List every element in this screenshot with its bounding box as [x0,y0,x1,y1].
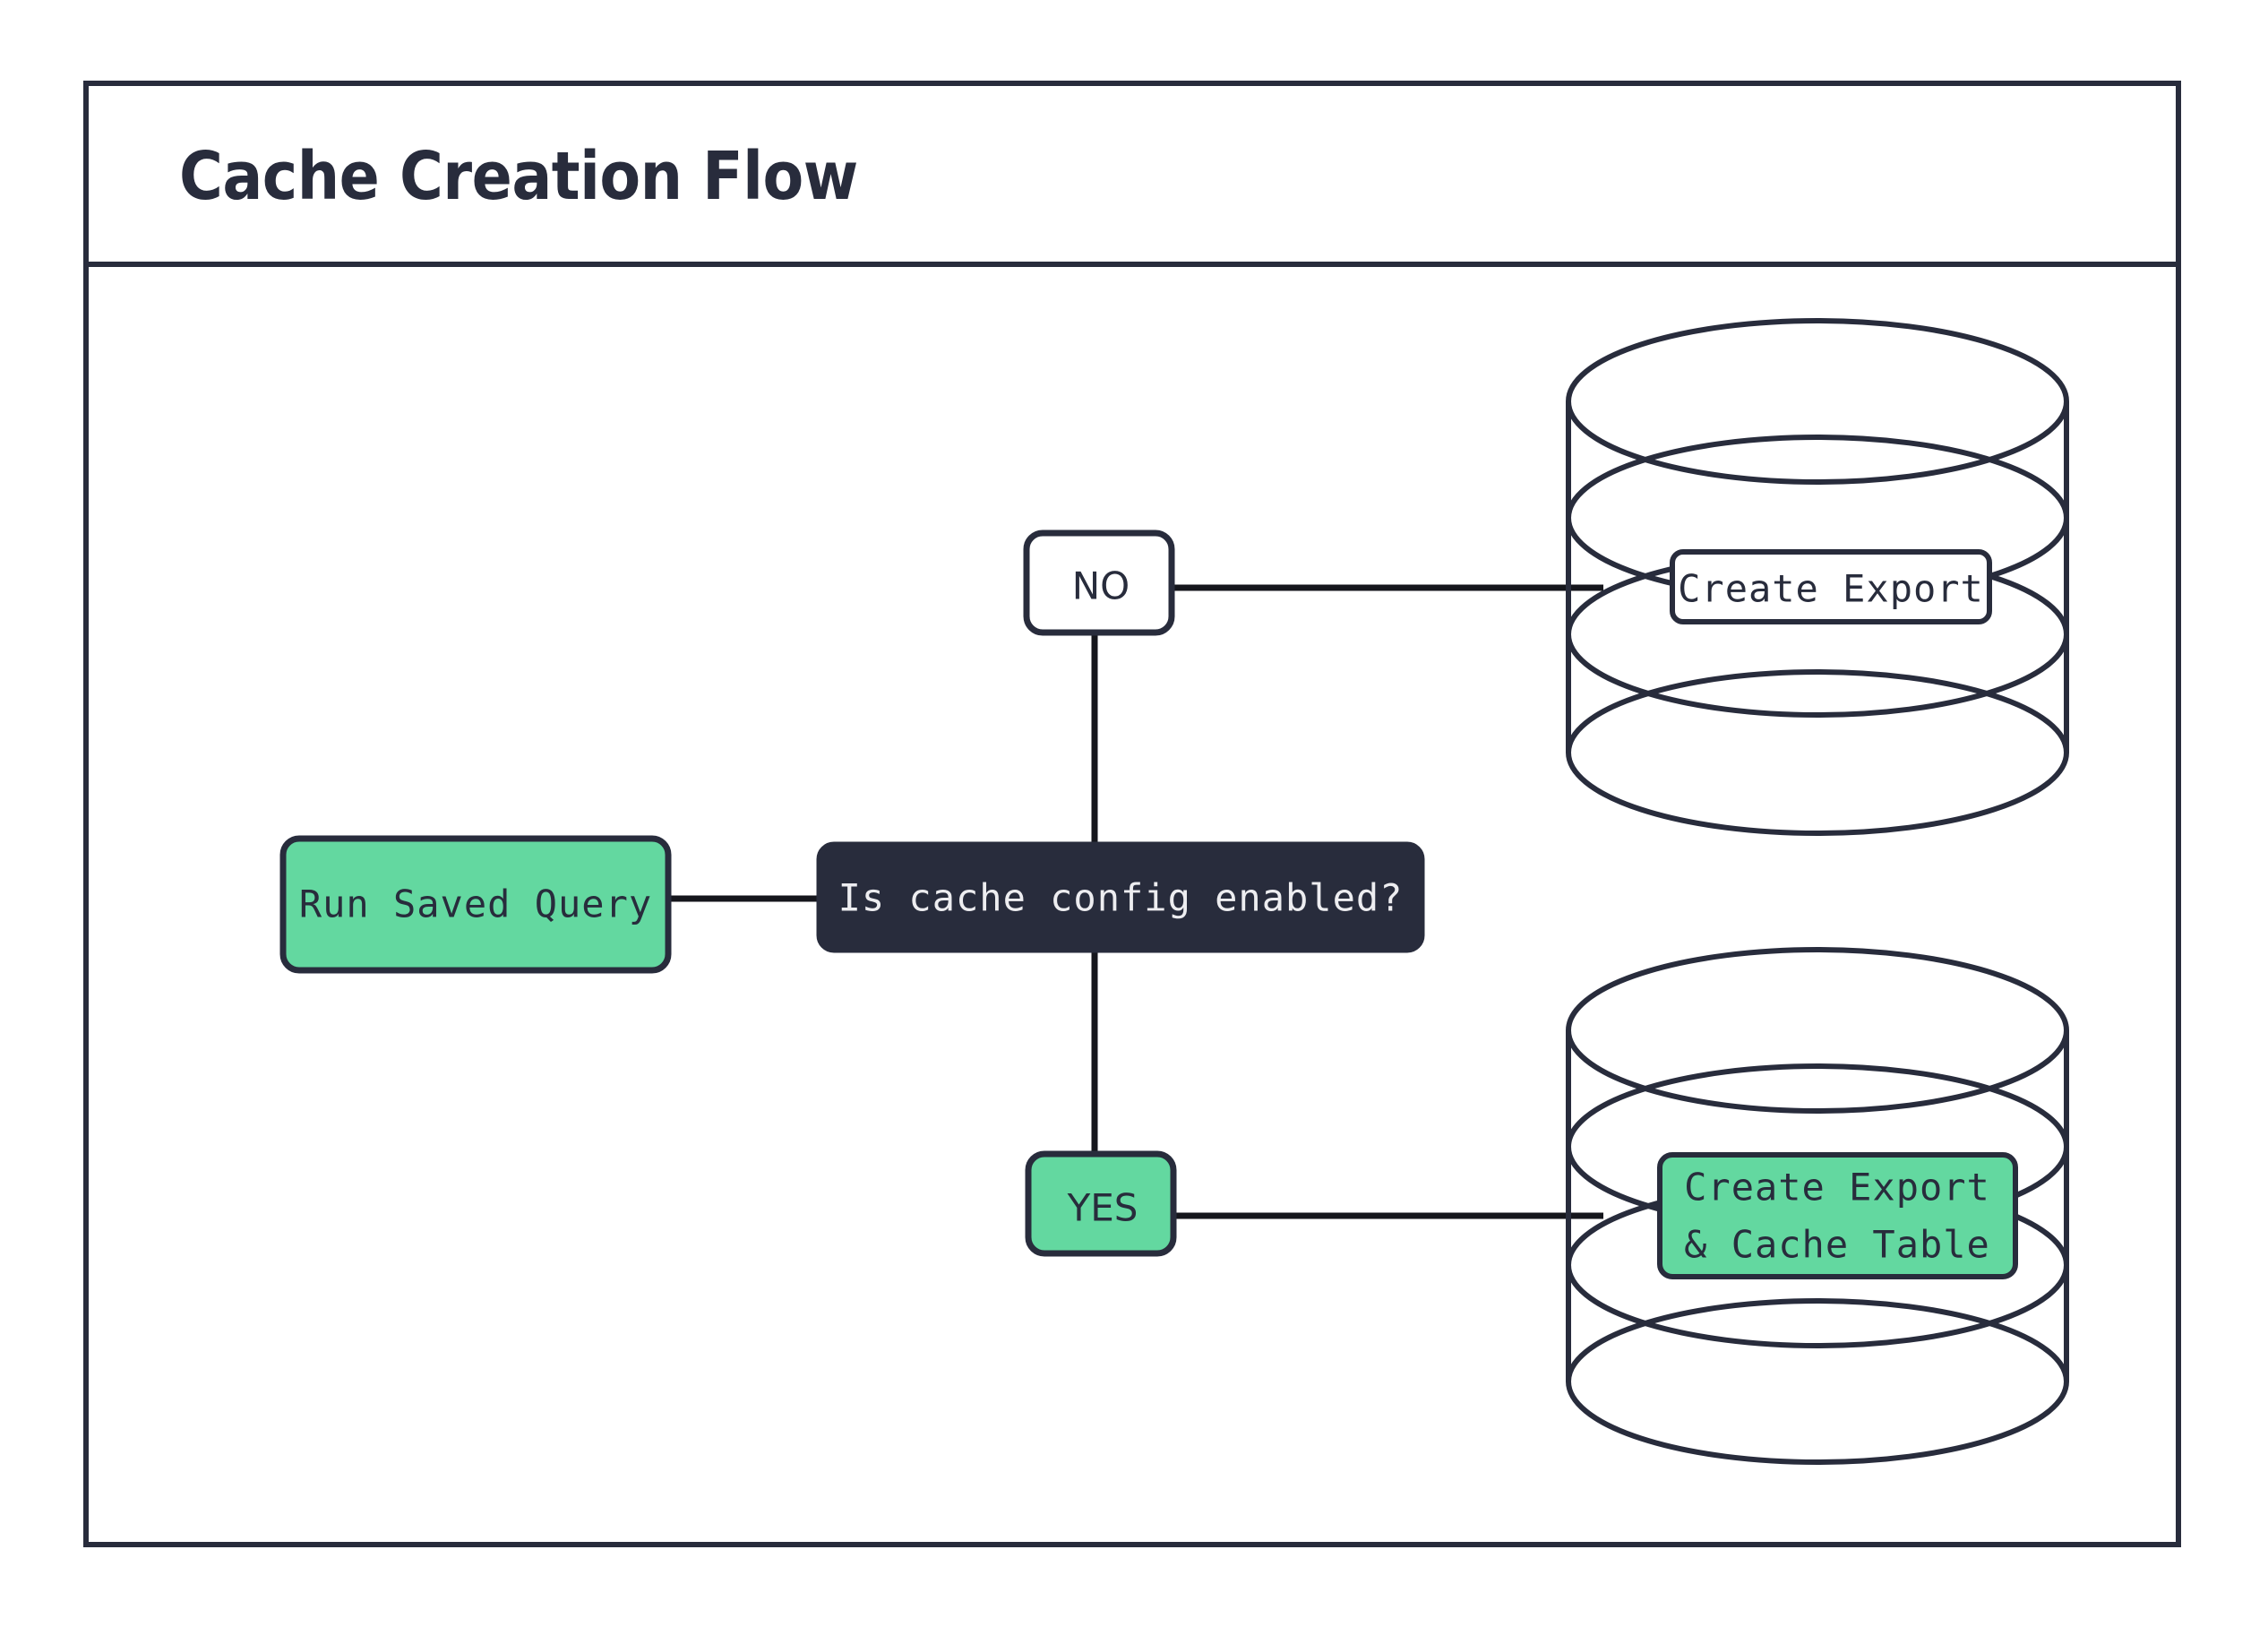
run-saved-query-label: Run Saved Query [299,882,652,926]
node-is-cache-config-enabled[interactable]: Is cache config enabled? [816,841,1425,953]
run-saved-query-box[interactable] [279,835,672,974]
node-run-saved-query[interactable]: Run Saved Query [279,835,672,974]
db-node-create-export[interactable]: Create Export [1566,318,2069,836]
cylinder2-disk-1 [1566,947,2069,1114]
cylinder-disk-1 [1566,318,2069,485]
cylinder2-disk-4 [1566,1298,2069,1465]
cylinder-disk-4 [1566,669,2069,836]
page-title: Cache Creation Flow [179,138,858,215]
db-node-create-export-cache-table[interactable]: Create Export & Cache Table [1566,947,2069,1465]
db-label-create-export-cache-line1: Create Export [1684,1166,1990,1209]
branch-yes-box[interactable] [1025,1150,1177,1257]
db-label-chip-create-export [1670,549,1992,624]
branch-no-label: NO [1072,564,1130,608]
decision-box[interactable] [816,841,1425,953]
branch-yes-label: YES [1067,1186,1138,1230]
diagram-frame [83,81,2181,1547]
node-branch-yes[interactable]: YES [1025,1150,1177,1257]
db-label-create-export-cache-line2: & Cache Table [1684,1223,1990,1267]
db-label-create-export: Create Export [1678,567,1984,611]
node-branch-no[interactable]: NO [1023,529,1175,636]
db-label-chip-create-export-cache [1657,1152,2018,1279]
decision-label: Is cache config enabled? [838,876,1404,920]
branch-no-box[interactable] [1023,529,1175,636]
